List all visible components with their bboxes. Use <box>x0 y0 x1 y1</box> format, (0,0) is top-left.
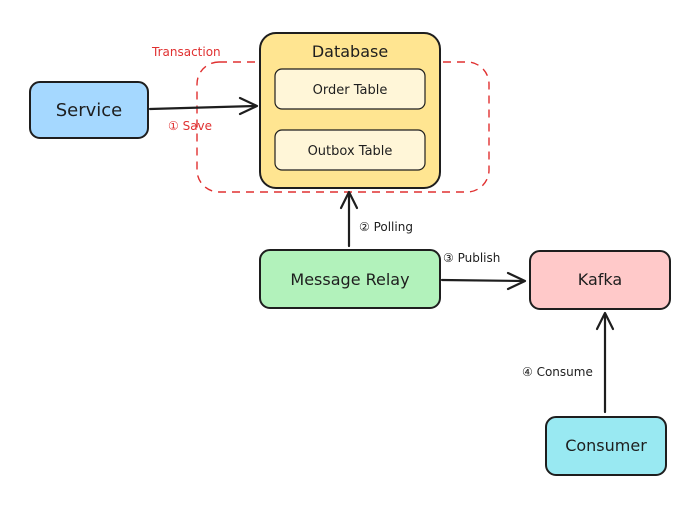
kafka-label: Kafka <box>578 270 622 289</box>
outbox-table-label: Outbox Table <box>308 144 393 159</box>
consume-label: ④ Consume <box>522 365 593 379</box>
message-relay-node <box>259 249 441 309</box>
service-label: Service <box>56 100 123 121</box>
order-table-node <box>274 68 426 110</box>
service-node <box>29 81 149 139</box>
outbox-table-node <box>274 129 426 171</box>
publish-arrow <box>440 278 526 283</box>
order-table-label: Order Table <box>313 83 388 98</box>
transaction-label: Transaction <box>151 45 221 59</box>
consume-arrowhead <box>595 311 615 331</box>
message-relay-label: Message Relay <box>290 270 409 289</box>
save-label: ① Save <box>168 119 212 133</box>
consumer-node <box>545 416 667 476</box>
kafka-node <box>529 250 671 310</box>
consumer-label: Consumer <box>565 436 647 455</box>
database-label: Database <box>312 42 388 61</box>
save-arrowhead <box>238 96 259 116</box>
publish-arrowhead <box>506 271 527 291</box>
save-arrow <box>148 104 258 111</box>
transaction-boundary <box>196 61 490 193</box>
polling-label: ② Polling <box>359 220 413 234</box>
publish-label: ③ Publish <box>443 251 500 265</box>
polling-arrowhead <box>339 190 359 210</box>
